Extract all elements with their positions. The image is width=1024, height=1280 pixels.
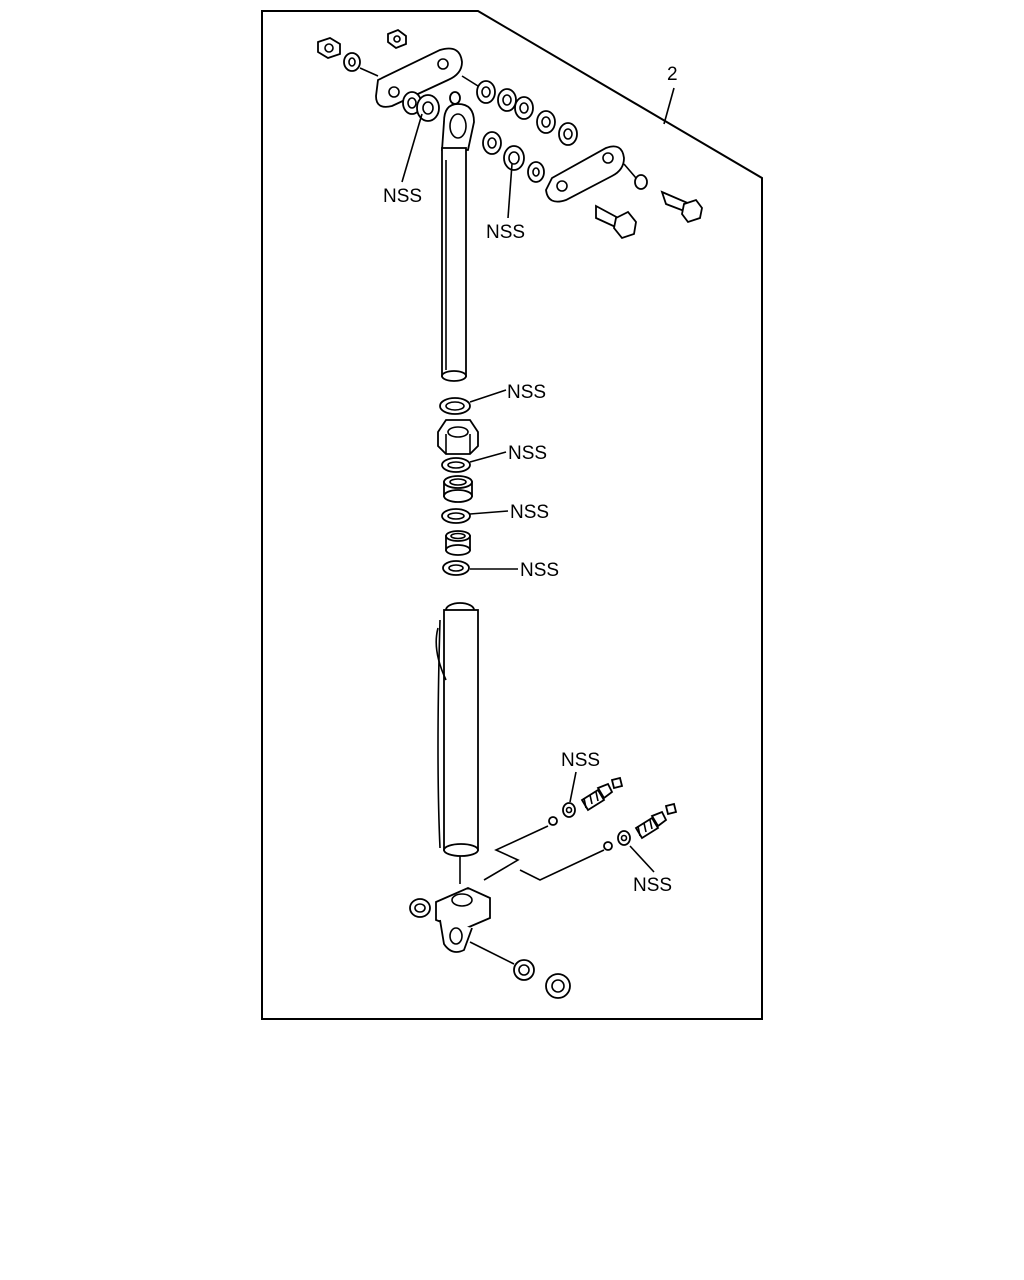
spacer-stack-upper [476,80,578,146]
label-nss-top-left: NSS [383,113,423,207]
nut-upper-top [387,28,407,50]
bushing-2 [445,530,471,556]
bolt-right [660,190,703,224]
svg-text:NSS: NSS [383,186,422,207]
label-nss-seal-4: NSS [470,560,559,581]
bushing-clevis-left [409,898,431,918]
bushing-1 [443,475,473,503]
washer-right [634,174,648,190]
upper-linkage-assembly [317,28,703,240]
gland-nut [437,419,479,455]
label-nss-fitting-upper: NSS [561,750,600,803]
bolt-lower [595,204,637,240]
diagram-frame [261,10,763,1020]
bushing-clevis-right [513,959,571,999]
svg-text:NSS: NSS [510,502,549,523]
label-nss-seal-2: NSS [469,443,547,464]
grease-fitting-upper [548,776,624,826]
svg-text:NSS: NSS [507,382,546,403]
svg-text:NSS: NSS [486,222,525,243]
seal-ring-1 [439,397,471,415]
seal-stack [437,397,479,576]
bottom-clevis [409,887,571,999]
link-plate-left [375,47,463,108]
link-plate-right [545,145,625,203]
seal-ring-4 [442,560,470,576]
nut-upper-left [317,37,341,59]
seal-ring-3 [441,508,471,524]
callout-number-2: 2 [667,64,678,85]
label-nss-seal-1: NSS [469,382,546,403]
svg-text:NSS: NSS [508,443,547,464]
svg-text:NSS: NSS [561,750,600,771]
callout-leader-2 [663,87,675,125]
label-nss-fitting-lower: NSS [629,845,672,896]
seal-upper-right [482,131,545,183]
label-nss-seal-3: NSS [469,502,549,523]
upper-rod [441,91,475,382]
washer-upper-left [343,52,361,72]
svg-text:NSS: NSS [633,875,672,896]
lower-cylinder [435,602,479,884]
svg-text:NSS: NSS [520,560,559,581]
fitting-leader-line [483,825,605,881]
grease-fitting-lower [603,802,678,851]
seal-ring-2 [441,457,471,473]
label-nss-top-right: NSS [486,163,525,243]
